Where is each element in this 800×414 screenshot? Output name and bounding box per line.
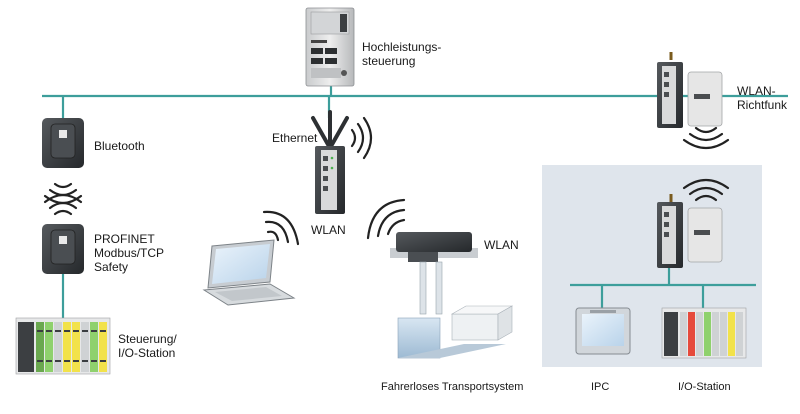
ipc-label: IPC: [591, 381, 610, 393]
bluetooth-label: Bluetooth: [94, 139, 145, 153]
controller-label-line2: steuerung: [362, 54, 416, 68]
wlan-radio-device: [657, 52, 723, 128]
wifi-waves-subradio-icon: [682, 178, 730, 202]
wlan-radio-label-line1: WLAN-: [737, 84, 776, 98]
wlan-radio-label-line2: Richtfunk: [737, 98, 788, 112]
io-station-right-label: I/O-Station: [678, 381, 731, 393]
wlan-agv-label: WLAN: [484, 238, 519, 252]
profinet-label: PROFINET Modbus/TCP Safety: [94, 232, 164, 274]
profinet-label-line3: Safety: [94, 260, 129, 274]
ethernet-label: Ethernet: [272, 131, 318, 145]
agv-device: [390, 232, 514, 359]
sub-radio-device: [657, 194, 723, 268]
controller-label: Hochleistungs- steuerung: [362, 40, 441, 68]
profinet-label-line2: Modbus/TCP: [94, 246, 165, 260]
wifi-waves-profinet-icon: [43, 193, 83, 216]
controller-label-line1: Hochleistungs-: [362, 40, 442, 54]
io-station-left-label-line1: Steuerung/: [118, 332, 177, 346]
controller-device: [305, 7, 355, 87]
wifi-waves-laptop-icon: [262, 210, 300, 246]
wireless-icons: [43, 116, 730, 246]
profinet-label-line1: PROFINET: [94, 232, 155, 246]
io-station-left-label: Steuerung/ I/O-Station: [118, 332, 177, 360]
wlan-switch-label: WLAN: [311, 223, 346, 237]
agv-label: Fahrerloses Transportsystem: [381, 381, 524, 393]
io-station-right: [661, 307, 747, 359]
profinet-device: [42, 224, 84, 274]
wlan-radio-label: WLAN- Richtfunk: [737, 84, 787, 112]
wifi-waves-bluetooth-icon: [43, 182, 83, 205]
io-station-left: [15, 317, 111, 375]
wifi-waves-agv-icon: [366, 198, 406, 240]
wifi-waves-switch-icon: [350, 116, 373, 160]
wlan-switch-device: [311, 110, 349, 214]
ipc-device: [575, 307, 631, 355]
wifi-waves-radio-icon: [682, 126, 730, 150]
laptop-device: [202, 239, 296, 306]
io-station-left-label-line2: I/O-Station: [118, 346, 176, 360]
bluetooth-device: [42, 118, 84, 168]
